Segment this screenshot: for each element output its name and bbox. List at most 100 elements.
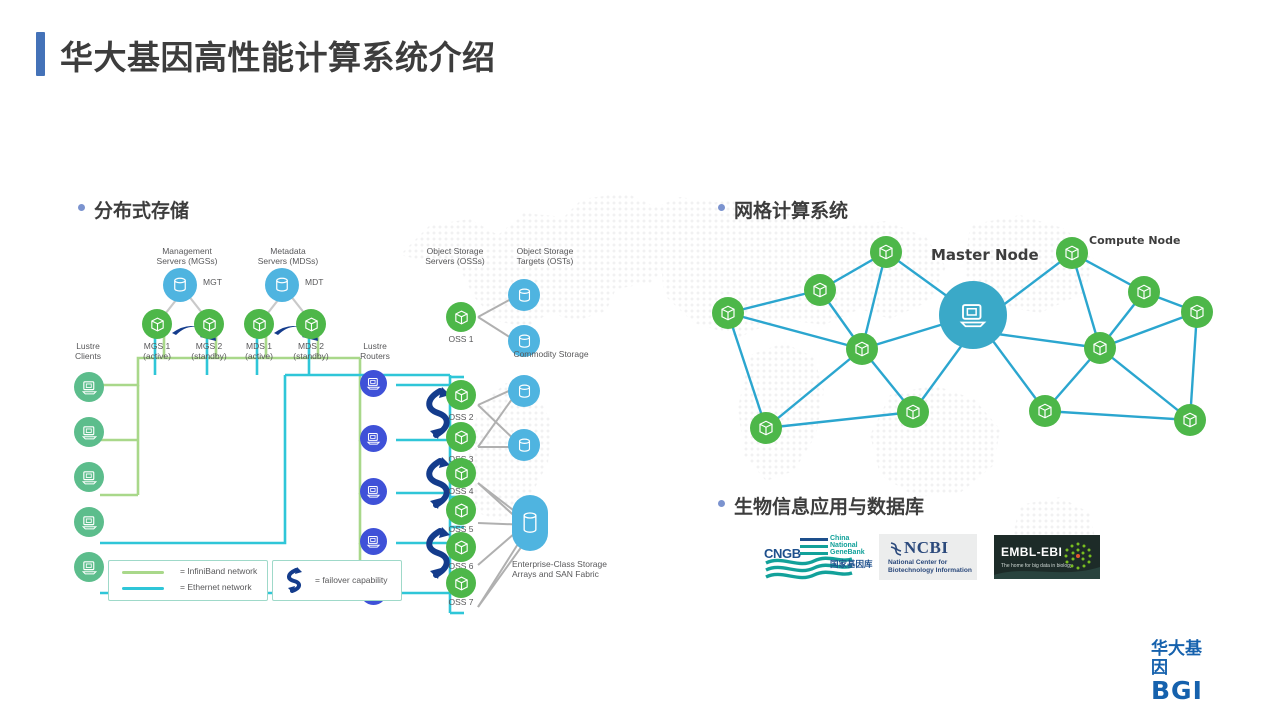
computer-icon: [366, 535, 381, 548]
header-mgs: Management Servers (MGSs): [148, 246, 226, 266]
section-heading-storage: 分布式存储: [94, 200, 190, 222]
node-ost-3[interactable]: [508, 375, 540, 407]
lustre-client-4[interactable]: [74, 507, 104, 537]
lustre-client-5[interactable]: [74, 552, 104, 582]
compute-node-1[interactable]: [712, 297, 744, 329]
node-oss-4[interactable]: [446, 458, 476, 488]
node-mds-2[interactable]: [296, 309, 326, 339]
compute-node-5[interactable]: [750, 412, 782, 444]
label-mds-2-state: (standby): [293, 351, 329, 361]
node-mds-1[interactable]: [244, 309, 274, 339]
section-bullet-grid: [718, 204, 725, 211]
server-icon: [304, 316, 318, 332]
lustre-router-4[interactable]: [360, 528, 387, 555]
ncbi-abbr: NCBI: [904, 538, 949, 557]
node-ost-4[interactable]: [508, 429, 540, 461]
logo-embl-ebi[interactable]: EMBL-EBI The home for big data in biolog…: [994, 535, 1100, 579]
computer-icon: [81, 560, 97, 574]
label-master-node: Master Node: [931, 246, 1039, 264]
server-icon: [759, 420, 773, 436]
node-mgs-2[interactable]: [194, 309, 224, 339]
node-mgs-1[interactable]: [142, 309, 172, 339]
label-mdt: MDT: [305, 277, 324, 287]
server-icon: [454, 465, 468, 481]
cngb-mark: [765, 538, 853, 580]
label-lustre-routers-line2: Routers: [360, 351, 390, 361]
embl-wave: [994, 567, 1100, 579]
node-ost-1[interactable]: [508, 279, 540, 311]
node-mdt[interactable]: [265, 268, 299, 302]
database-icon: [518, 384, 530, 398]
server-icon: [454, 387, 468, 403]
label-enterprise-storage-line2: Arrays and SAN Fabric: [512, 569, 599, 579]
node-oss-7[interactable]: [446, 568, 476, 598]
lustre-client-2[interactable]: [74, 417, 104, 447]
node-oss-1[interactable]: [446, 302, 476, 332]
node-oss-2[interactable]: [446, 380, 476, 410]
section-heading-grid: 网格计算系统: [734, 200, 849, 222]
label-mgt: MGT: [203, 277, 222, 287]
server-icon: [1093, 340, 1107, 356]
node-mgt[interactable]: [163, 268, 197, 302]
node-ost-2[interactable]: [508, 325, 540, 357]
compute-node-3[interactable]: [870, 236, 902, 268]
compute-node-6[interactable]: [897, 396, 929, 428]
lustre-client-3[interactable]: [74, 462, 104, 492]
header-mds-line2: Servers (MDSs): [257, 256, 319, 266]
header-mds: Metadata Servers (MDSs): [249, 246, 327, 266]
computer-icon: [81, 380, 97, 394]
label-mds-1-name: MDS 1: [246, 341, 272, 351]
label-mgs-1: MGS 1 (active): [132, 341, 182, 361]
legend-network-box: [108, 560, 268, 601]
label-lustre-routers: Lustre Routers: [350, 341, 400, 361]
label-mds-1-state: (active): [245, 351, 273, 361]
header-ost: Object Storage Targets (OSTs): [504, 246, 586, 266]
section-bullet-bioinfo: [718, 500, 725, 507]
ncbi-line1: National Center for: [888, 559, 948, 566]
legend-ethernet-swatch: [122, 587, 164, 590]
header-mgs-line2: Servers (MGSs): [156, 256, 218, 266]
compute-node-12[interactable]: [1174, 404, 1206, 436]
node-oss-3[interactable]: [446, 422, 476, 452]
logo-cngb[interactable]: CNGB China National GeneBank 国家基因库: [764, 533, 884, 581]
node-oss-5[interactable]: [446, 495, 476, 525]
label-oss-6: OSS 6: [448, 561, 474, 571]
server-icon: [150, 316, 164, 332]
compute-node-7[interactable]: [1056, 237, 1088, 269]
cngb-line3: GeneBank: [830, 549, 865, 556]
node-enterprise-storage[interactable]: [512, 495, 548, 551]
legend-failover-label: = failover capability: [315, 575, 388, 585]
logo-ncbi[interactable]: NCBI National Center for Biotechnology I…: [879, 534, 977, 580]
compute-node-4[interactable]: [846, 333, 878, 365]
label-compute-node: Compute Node: [1089, 234, 1181, 247]
database-icon: [276, 277, 288, 292]
label-lustre-clients-line2: Clients: [75, 351, 101, 361]
embl-hex-icon: [1064, 542, 1092, 570]
server-icon: [1137, 284, 1151, 300]
database-icon: [174, 277, 186, 292]
embl-tagline: The home for big data in biology: [1001, 563, 1073, 569]
compute-node-11[interactable]: [1029, 395, 1061, 427]
label-oss-5: OSS 5: [448, 524, 474, 534]
lustre-client-1[interactable]: [74, 372, 104, 402]
compute-node-9[interactable]: [1084, 332, 1116, 364]
cngb-line1: China: [830, 535, 850, 542]
compute-node-8[interactable]: [1128, 276, 1160, 308]
server-icon: [454, 502, 468, 518]
node-oss-6[interactable]: [446, 532, 476, 562]
server-icon: [1183, 412, 1197, 428]
lustre-router-1[interactable]: [360, 370, 387, 397]
lustre-router-2[interactable]: [360, 425, 387, 452]
title-accent-bar: [36, 32, 45, 76]
server-icon: [855, 341, 869, 357]
compute-node-10[interactable]: [1181, 296, 1213, 328]
cngb-line2: National: [830, 542, 858, 549]
header-oss: Object Storage Servers (OSSs): [414, 246, 496, 266]
header-mds-line1: Metadata: [270, 246, 306, 256]
lustre-router-3[interactable]: [360, 478, 387, 505]
node-master[interactable]: [939, 281, 1007, 349]
compute-node-2[interactable]: [804, 274, 836, 306]
database-icon: [518, 334, 530, 348]
server-icon: [454, 309, 468, 325]
computer-icon: [81, 515, 97, 529]
